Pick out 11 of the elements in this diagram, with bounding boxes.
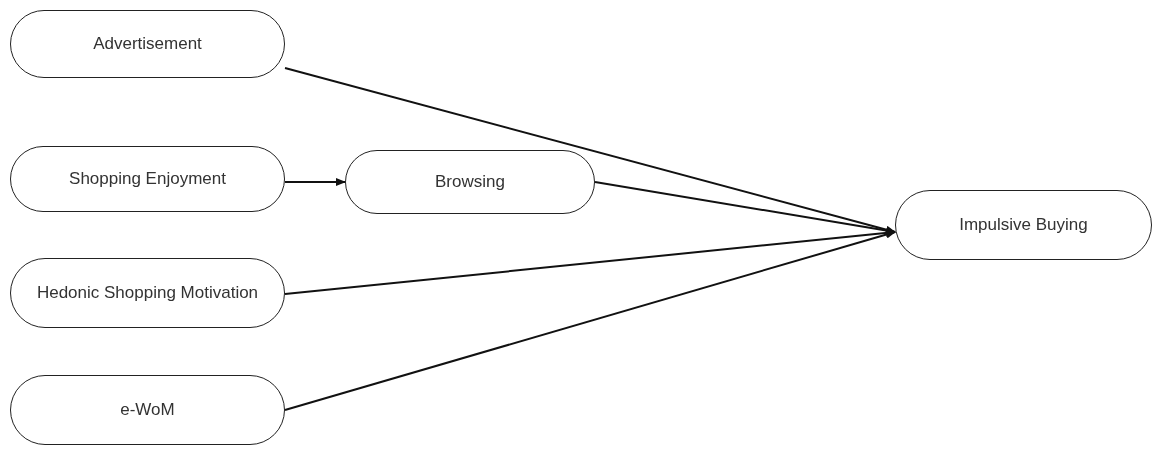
arrow — [284, 178, 346, 186]
arrow — [284, 230, 896, 411]
node-label: Impulsive Buying — [959, 214, 1088, 236]
node-label: Shopping Enjoyment — [69, 168, 226, 190]
node-label: Browsing — [435, 171, 505, 193]
rounded-box — [345, 150, 595, 214]
node-label: Hedonic Shopping Motivation — [36, 282, 259, 304]
arrow — [284, 67, 896, 234]
node-label: Advertisement — [93, 33, 202, 55]
node-label: e-WoM — [120, 399, 175, 421]
rounded-box — [10, 10, 285, 78]
